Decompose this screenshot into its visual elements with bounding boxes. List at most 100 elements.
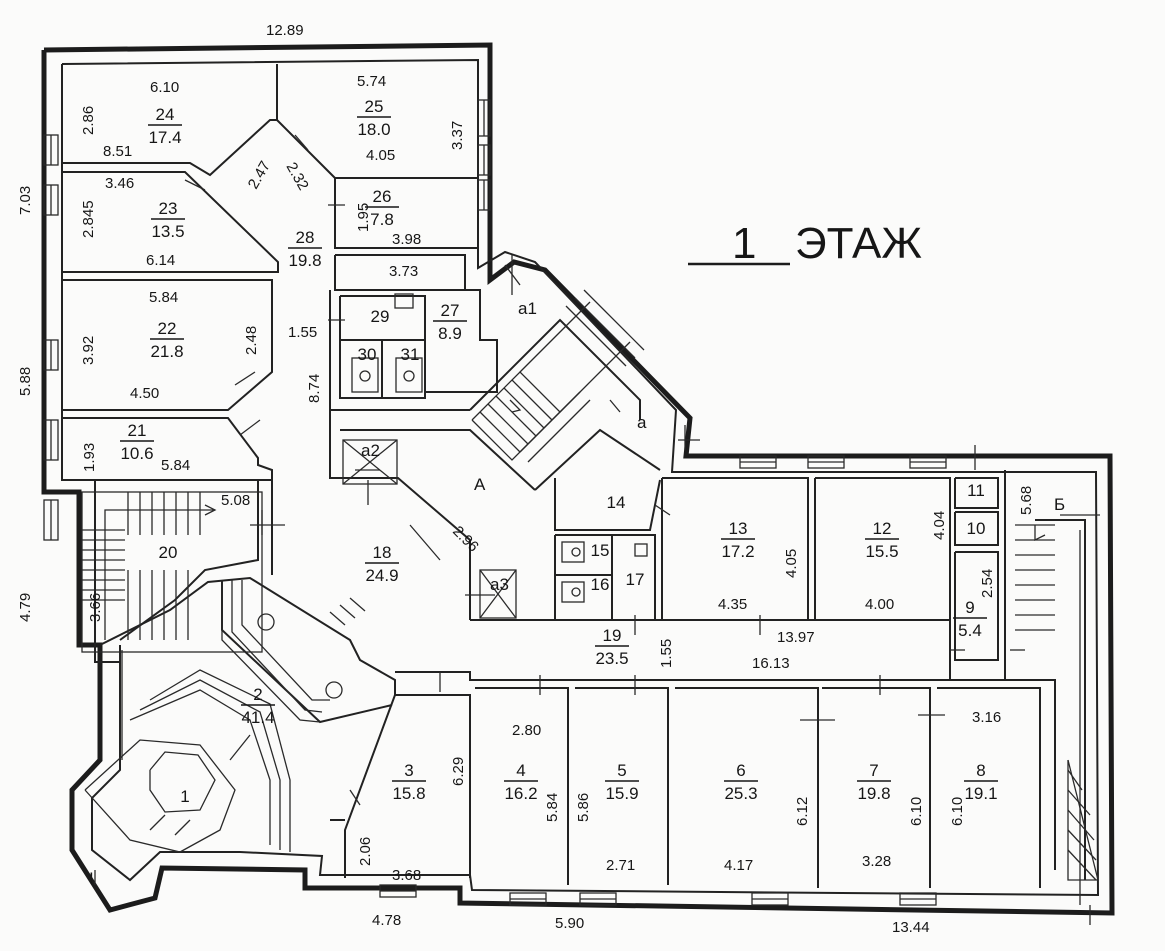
room-18-number: 18 [373, 543, 392, 562]
dim-6-14: 6.14 [146, 252, 175, 269]
room-6-number: 6 [736, 761, 745, 780]
label-B: Б [1054, 495, 1065, 514]
room-3-number: 3 [404, 761, 413, 780]
dim-6-29: 6.29 [450, 757, 467, 786]
room-11-number: 11 [967, 481, 985, 500]
room-6: 625.3 [724, 761, 758, 803]
room-4-number: 4 [516, 761, 525, 780]
dim-5-86: 5.86 [575, 793, 592, 822]
room-13: 13 17.2 [721, 519, 755, 561]
room-8-number: 8 [976, 761, 985, 780]
room-5: 515.9 [605, 761, 639, 803]
room-5-number: 5 [617, 761, 626, 780]
dim-6-10-top: 6.10 [150, 79, 179, 96]
room-5-area: 15.9 [605, 784, 638, 803]
room-24-area: 17.4 [148, 128, 181, 147]
room-7-number: 7 [869, 761, 878, 780]
dim-5-84-r21: 5.84 [161, 457, 190, 474]
dim-1-93: 1.93 [81, 443, 98, 472]
room-31-number: 31 [401, 345, 420, 364]
room-10-number: 10 [967, 519, 986, 538]
room-28: 28 19.8 [288, 228, 322, 270]
windows [43, 99, 947, 906]
room-1: 1 [180, 787, 189, 806]
room-29: 29 [371, 307, 390, 326]
room-25-number: 25 [365, 97, 384, 116]
room-31: 31 [401, 345, 420, 364]
dim-2-86: 2.86 [80, 106, 97, 135]
room-4: 416.2 [504, 761, 538, 803]
room-6-area: 25.3 [724, 784, 757, 803]
dim-3-68: 3.68 [392, 867, 421, 884]
room-1-number: 1 [180, 787, 189, 806]
room-2-area: 41.4 [241, 708, 274, 727]
room-7-area: 19.8 [857, 784, 890, 803]
dim-1-55-r19: 1.55 [658, 639, 675, 668]
room-23-number: 23 [159, 199, 178, 218]
dim-12-89: 12.89 [266, 22, 304, 39]
dim-4-17: 4.17 [724, 857, 753, 874]
room-28-number: 28 [296, 228, 315, 247]
dim-4-50: 4.50 [130, 385, 159, 402]
room-19-number: 19 [603, 626, 622, 645]
dim-2-71: 2.71 [606, 857, 635, 874]
room-15-number: 15 [591, 541, 610, 560]
dim-3-37: 3.37 [449, 121, 466, 150]
room-19-area: 23.5 [595, 649, 628, 668]
dim-2-54: 2.54 [979, 569, 996, 598]
room-19: 19 23.5 [595, 626, 629, 668]
room-30: 30 [358, 345, 377, 364]
room-10: 10 [967, 519, 986, 538]
room-27-area: 8.9 [438, 324, 462, 343]
room-12-area: 15.5 [865, 542, 898, 561]
stair-a [471, 289, 645, 463]
room-17-number: 17 [626, 570, 645, 589]
room-22-area: 21.8 [150, 342, 183, 361]
dim-4-05-r13: 4.05 [783, 549, 800, 578]
dim-2-845: 2.845 [80, 200, 97, 238]
floor-number: 1 [732, 219, 756, 268]
room-16-number: 16 [591, 575, 610, 594]
room-13-number: 13 [729, 519, 748, 538]
room-26-number: 26 [373, 187, 392, 206]
room-9-number: 9 [965, 598, 974, 617]
dim-16-13: 16.13 [752, 655, 790, 672]
dim-8-74: 8.74 [306, 374, 323, 403]
dim-13-97: 13.97 [777, 629, 815, 646]
dim-4-04: 4.04 [931, 511, 948, 540]
room-7: 719.8 [857, 761, 891, 803]
dim-6-10-r7: 6.10 [908, 797, 925, 826]
dim-4-00: 4.00 [865, 596, 894, 613]
room-15: 15 [591, 541, 610, 560]
dim-6-10-r8: 6.10 [949, 797, 966, 826]
letter-labels: a1 a a2 a3 А Б I [89, 299, 1065, 888]
room-20: 20 [159, 543, 178, 562]
room-8: 819.1 [964, 761, 998, 803]
dim-7-03: 7.03 [17, 186, 34, 215]
room-28-area: 19.8 [288, 251, 321, 270]
dim-3-73: 3.73 [389, 263, 418, 280]
dim-2-80: 2.80 [512, 722, 541, 739]
dim-3-28: 3.28 [862, 853, 891, 870]
room-16: 16 [591, 575, 610, 594]
room-21-number: 21 [128, 421, 147, 440]
dim-5-88: 5.88 [17, 367, 34, 396]
dim-4-78: 4.78 [372, 912, 401, 929]
interior-walls [62, 64, 1086, 888]
dim-3-16: 3.16 [972, 709, 1001, 726]
fixtures [342, 293, 648, 619]
room-2: 241.4 [241, 685, 275, 727]
floor-word: ЭТАЖ [795, 219, 922, 268]
room-9-area: 5.4 [958, 621, 982, 640]
room-12: 12 15.5 [865, 519, 899, 561]
dim-4-79: 4.79 [17, 593, 34, 622]
room-2-steps [84, 580, 343, 853]
room-12-number: 12 [873, 519, 892, 538]
room-13-area: 17.2 [721, 542, 754, 561]
